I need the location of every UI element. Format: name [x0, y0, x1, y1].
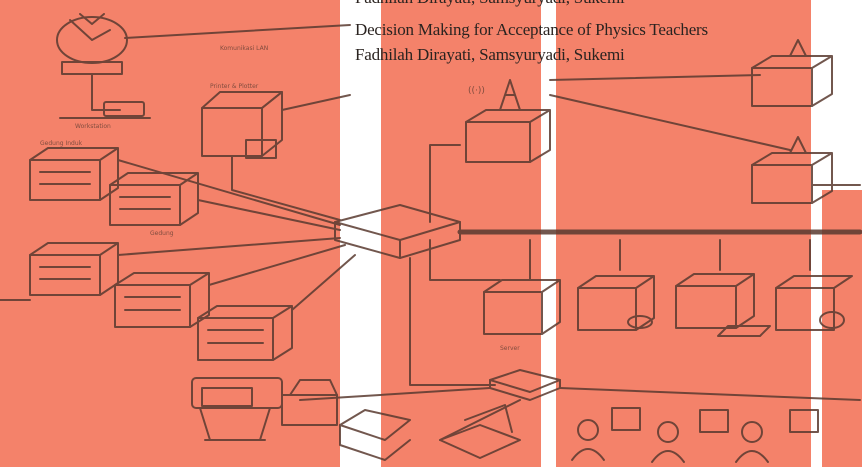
diagram-label: Printer & Plotter — [210, 83, 259, 90]
diagram-label: Komunikasi LAN — [220, 45, 268, 52]
scanner-icon — [340, 410, 410, 460]
server-3-icon — [676, 274, 770, 336]
printer-plotter-workstation-icon — [202, 92, 282, 158]
central-switch-icon — [335, 205, 460, 258]
server-4-icon — [776, 276, 852, 330]
building-gedung-2-icon — [110, 173, 198, 225]
cutoff-author-line: Fadhilah Dirayati, Samsyuryadi, Sukemi — [355, 0, 625, 8]
printer-icon — [282, 380, 337, 425]
building-gedung-5-icon — [198, 306, 292, 360]
diagram-label: Workstation — [75, 123, 111, 130]
satellite-dish-icon — [57, 14, 127, 74]
diagram-label: Gedung Induk — [40, 140, 83, 147]
laptop-icon — [440, 405, 520, 458]
building-gedung-3-icon — [30, 243, 118, 295]
server-1-icon — [484, 280, 560, 334]
building-top-right-1-icon — [752, 40, 832, 106]
paper-title: Decision Making for Acceptance of Physic… — [355, 20, 708, 40]
diagram-label: Gedung — [150, 230, 174, 237]
building-top-right-2-icon — [752, 137, 832, 203]
diagram-label: Server — [500, 345, 520, 352]
radio-label: ((·)) — [468, 86, 485, 96]
user-workstations-icon — [572, 408, 818, 462]
building-gedung-4-icon — [115, 273, 209, 327]
title-cutoff-strip: Fadhilah Dirayati, Samsyuryadi, Sukemi — [340, 0, 862, 16]
building-gedung-induk-icon — [30, 148, 118, 200]
hub-icon — [490, 370, 560, 400]
paper-authors: Fadhilah Dirayati, Samsyuryadi, Sukemi — [355, 45, 625, 65]
server-2-icon — [578, 276, 654, 330]
plotter-icon — [192, 378, 282, 440]
